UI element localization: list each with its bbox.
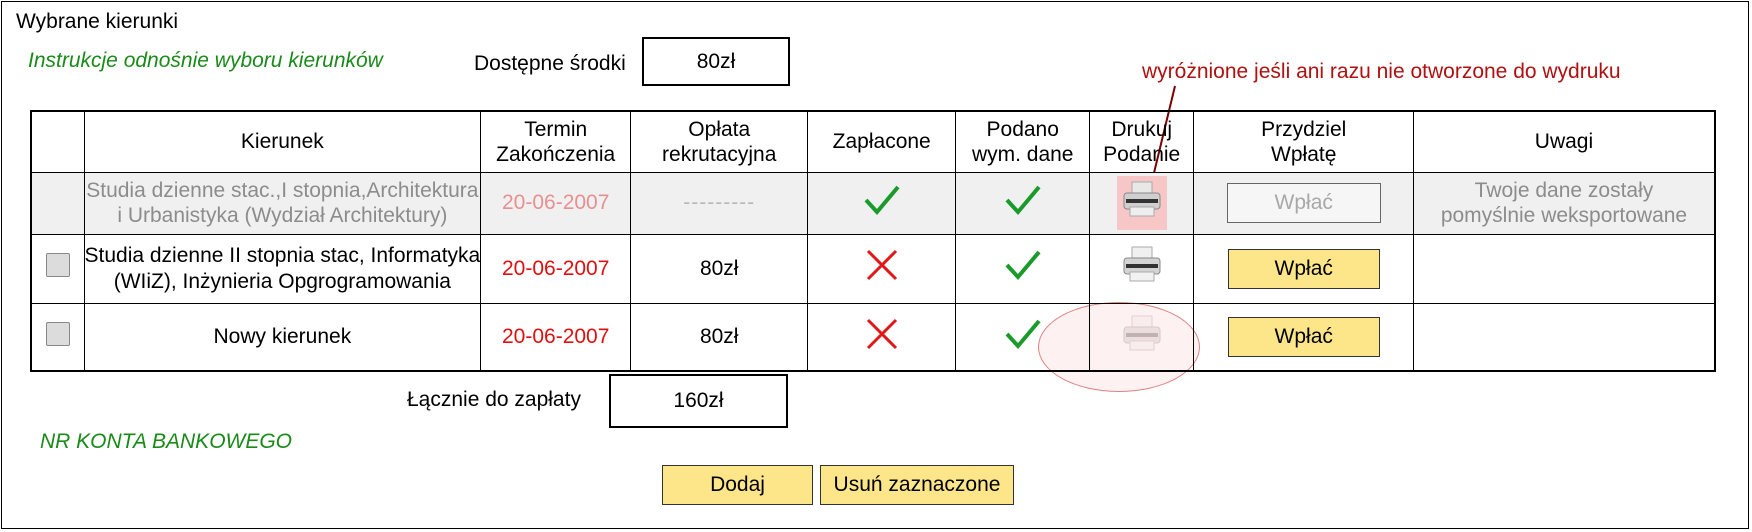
data-provided-status: [955, 233, 1091, 304]
print-cell: [1089, 233, 1195, 304]
course-name: Studia dzienne stac.,I stopnia,Architekt…: [83, 171, 482, 235]
row-select-empty: [30, 171, 85, 235]
assign-payment-cell: Wpłać: [1193, 302, 1415, 372]
print-button[interactable]: [1116, 175, 1167, 231]
course-fee: ---------: [630, 171, 809, 235]
cross-icon: [866, 318, 897, 349]
paid-status: [807, 233, 957, 304]
check-icon: [864, 185, 900, 215]
row-select-cell: [30, 302, 85, 372]
remarks: [1413, 302, 1716, 372]
course-deadline: 20-06-2007: [480, 302, 632, 372]
check-icon: [1005, 185, 1041, 215]
data-provided-status: [955, 171, 1091, 235]
paid-status: [807, 302, 957, 372]
pay-button-disabled: Wpłać: [1226, 183, 1381, 223]
assign-payment-cell: Wpłać: [1193, 233, 1415, 304]
pay-button[interactable]: Wpłać: [1227, 248, 1380, 289]
table-row: Studia dzienne II stopnia stac, Informat…: [30, 233, 1716, 304]
instructions-link[interactable]: Instrukcje odnośnie wyboru kierunków: [28, 49, 383, 72]
funds-label: Dostępne środki: [474, 52, 626, 75]
header-zaplacone: Zapłacone: [807, 110, 957, 173]
total-label: Łącznie do zapłaty: [407, 388, 581, 411]
total-value: 160zł: [609, 374, 788, 428]
add-button[interactable]: Dodaj: [662, 465, 813, 505]
header-select: [30, 110, 85, 173]
data-provided-status: [955, 302, 1091, 372]
print-button[interactable]: [1120, 314, 1164, 360]
print-cell: [1089, 171, 1195, 235]
print-button[interactable]: [1120, 245, 1164, 291]
remarks: [1413, 233, 1716, 304]
paid-status: [807, 171, 957, 235]
printer-icon: [1123, 181, 1161, 217]
row-checkbox[interactable]: [45, 321, 70, 346]
pay-button[interactable]: Wpłać: [1227, 316, 1380, 357]
course-deadline: 20-06-2007: [480, 233, 632, 304]
header-kierunek: Kierunek: [83, 110, 482, 173]
course-fee: 80zł: [630, 302, 809, 372]
table-row: Nowy kierunek 20-06-2007 80zł Wpłać: [30, 302, 1716, 372]
course-name: Nowy kierunek: [83, 302, 482, 372]
print-annotation: wyróżnione jeśli ani razu nie otworzone …: [1142, 60, 1621, 83]
check-icon: [1005, 319, 1041, 349]
row-select-cell: [30, 233, 85, 304]
print-cell: [1089, 302, 1195, 372]
assign-payment-cell: Wpłać: [1193, 171, 1415, 235]
table-row: Studia dzienne stac.,I stopnia,Architekt…: [30, 171, 1716, 235]
printer-icon: [1123, 246, 1161, 282]
bank-account-label: NR KONTA BANKOWEGO: [40, 430, 293, 453]
check-icon: [1005, 251, 1041, 281]
remove-selected-button[interactable]: Usuń zaznaczone: [820, 465, 1014, 505]
row-checkbox[interactable]: [45, 253, 70, 278]
cross-icon: [866, 250, 897, 281]
course-fee: 80zł: [630, 233, 809, 304]
header-uwagi: Uwagi: [1413, 110, 1716, 173]
course-deadline: 20-06-2007: [480, 171, 632, 235]
panel-title: Wybrane kierunki: [16, 10, 179, 33]
funds-value: 80zł: [642, 37, 790, 86]
printer-icon: [1123, 315, 1161, 351]
course-name: Studia dzienne II stopnia stac, Informat…: [83, 233, 482, 304]
